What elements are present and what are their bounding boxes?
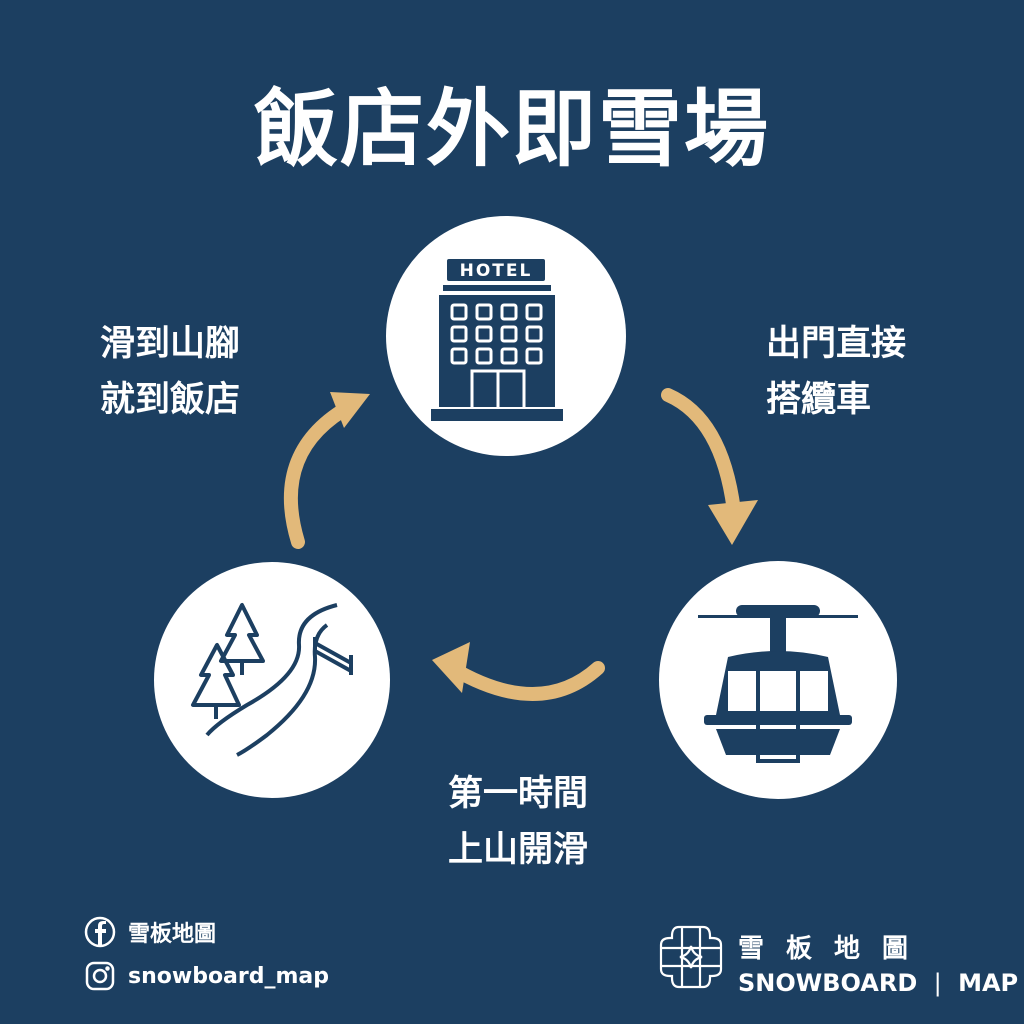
brand-name-cn: 雪板地圖 bbox=[738, 934, 931, 964]
brand-name-suffix: MAP bbox=[958, 969, 1019, 997]
hotel-icon: HOTEL bbox=[431, 259, 563, 421]
arrow-slope-to-hotel bbox=[283, 398, 359, 549]
instagram-handle: snowboard_map bbox=[128, 963, 330, 989]
arrow-gondola-to-slope bbox=[445, 661, 605, 701]
instagram-link[interactable]: snowboard_map bbox=[84, 960, 329, 992]
gondola-icon bbox=[698, 605, 858, 763]
caption-line: 就到飯店 bbox=[100, 380, 241, 420]
arrowhead-icon bbox=[432, 642, 470, 693]
caption-left: 滑到山腳 就到飯店 bbox=[100, 316, 240, 428]
arrowhead-icon bbox=[708, 500, 758, 545]
ski-slope-circle bbox=[154, 562, 390, 798]
arrow-hotel-to-gondola bbox=[661, 388, 742, 527]
brand-name-en: SNOWBOARD bbox=[738, 969, 918, 997]
instagram-icon bbox=[85, 961, 115, 991]
brand-divider: | bbox=[933, 969, 942, 997]
caption-line: 搭纜車 bbox=[766, 380, 872, 420]
gondola-circle bbox=[659, 561, 897, 799]
caption-line: 滑到山腳 bbox=[100, 324, 241, 364]
caption-line: 第一時間 bbox=[448, 774, 589, 814]
brand-logo-icon bbox=[659, 925, 723, 989]
arrowhead-icon bbox=[330, 392, 370, 428]
facebook-link[interactable]: 雪板地圖 bbox=[84, 916, 216, 948]
caption-right: 出門直接 搭纜車 bbox=[766, 316, 906, 428]
ski-slope-icon bbox=[191, 603, 353, 757]
page-title: 飯店外即雪場 bbox=[253, 80, 770, 178]
brand-wordmark: 雪板地圖 SNOWBOARD | MAP bbox=[738, 928, 1018, 997]
brand-name-en-row: SNOWBOARD | MAP bbox=[738, 969, 1018, 997]
hotel-circle: HOTEL bbox=[386, 216, 626, 456]
caption-line: 上山開滑 bbox=[448, 830, 589, 870]
caption-line: 出門直接 bbox=[766, 324, 907, 364]
caption-bottom: 第一時間 上山開滑 bbox=[448, 766, 588, 878]
hotel-sign: HOTEL bbox=[460, 261, 533, 281]
facebook-name: 雪板地圖 bbox=[128, 922, 217, 947]
facebook-icon bbox=[84, 916, 116, 948]
